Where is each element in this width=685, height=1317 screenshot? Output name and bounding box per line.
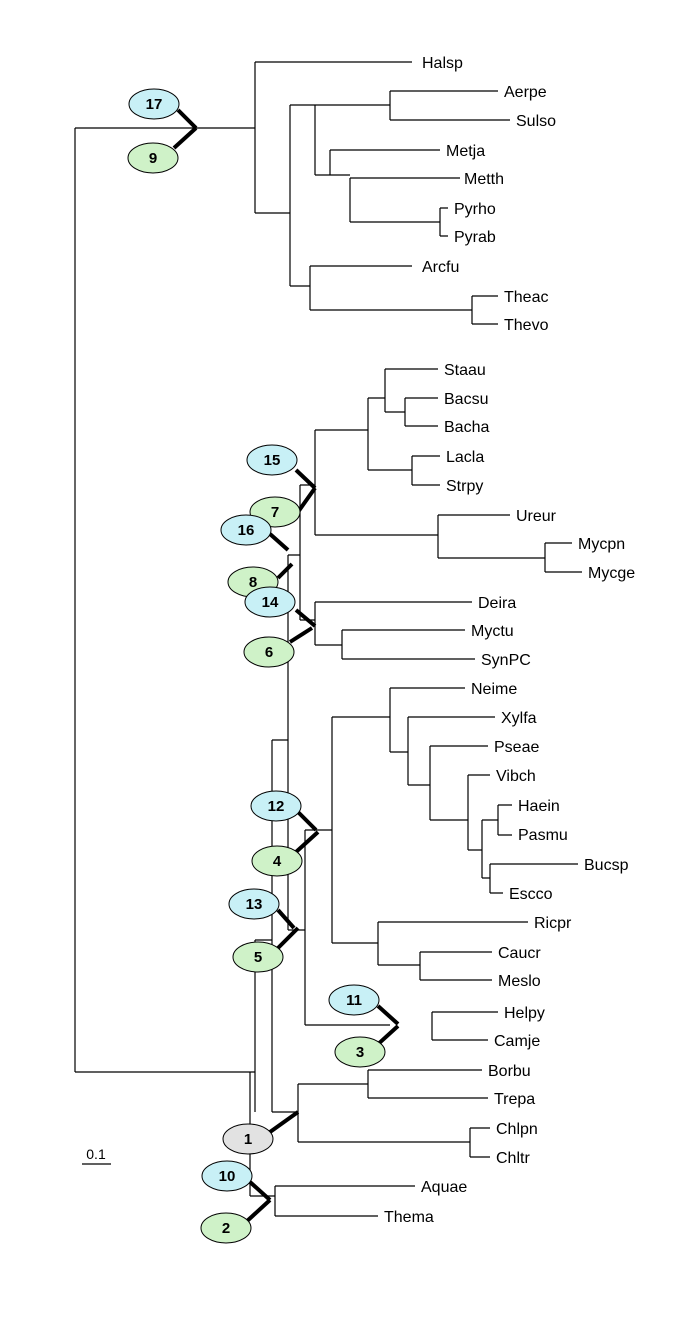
taxon-label-caucr: Caucr (498, 945, 541, 962)
node-4: 4 (251, 845, 303, 877)
node-10-label: 10 (219, 1168, 236, 1185)
taxon-label-metth: Metth (464, 171, 504, 188)
taxon-label-ricpr: Ricpr (534, 915, 572, 932)
node-6-label: 6 (265, 644, 273, 661)
taxon-label-trepa: Trepa (494, 1091, 535, 1108)
scale-bar-label: 0.1 (86, 1146, 106, 1162)
taxon-label-halsp: Halsp (422, 55, 463, 72)
node-17-label: 17 (146, 96, 163, 113)
node-15: 15 (246, 444, 298, 476)
taxon-label-bacha: Bacha (444, 419, 489, 436)
node-12-label: 12 (268, 798, 285, 815)
taxon-label-bucsp: Bucsp (584, 857, 629, 874)
taxon-label-thema: Thema (384, 1209, 434, 1226)
node-6: 6 (243, 636, 295, 668)
node-16: 16 (220, 514, 272, 546)
node-5-label: 5 (254, 949, 262, 966)
node-10: 10 (201, 1160, 253, 1192)
event-nodes: 17 9 15 7 16 8 14 6 (127, 88, 386, 1244)
taxon-labels: Halsp Aerpe Sulso Metja Metth Pyrho Pyra… (384, 55, 635, 1226)
node-14-label: 14 (262, 594, 279, 611)
node-2: 2 (200, 1212, 252, 1244)
node-15-label: 15 (264, 452, 281, 469)
taxon-label-aerpe: Aerpe (504, 84, 547, 101)
node-13: 13 (228, 888, 280, 920)
taxon-label-mycpn: Mycpn (578, 536, 625, 553)
tree-branches (74, 61, 582, 1217)
taxon-label-synpc: SynPC (481, 652, 531, 669)
node-16-label: 16 (238, 522, 255, 539)
taxon-label-myctu: Myctu (471, 623, 514, 640)
taxon-label-pyrab: Pyrab (454, 229, 496, 246)
taxon-label-arcfu: Arcfu (422, 259, 459, 276)
taxon-label-chltr: Chltr (496, 1150, 530, 1167)
node-1: 1 (222, 1123, 274, 1155)
node-12: 12 (250, 790, 302, 822)
taxon-label-lacla: Lacla (446, 449, 484, 466)
taxon-label-deira: Deira (478, 595, 516, 612)
taxon-label-borbu: Borbu (488, 1063, 531, 1080)
taxon-label-pseae: Pseae (494, 739, 539, 756)
taxon-label-staau: Staau (444, 362, 486, 379)
taxon-label-aquae: Aquae (421, 1179, 467, 1196)
node-7-label: 7 (271, 504, 279, 521)
node-8-label: 8 (249, 574, 257, 591)
taxon-label-helpy: Helpy (504, 1005, 545, 1022)
taxon-label-theac: Theac (504, 289, 548, 306)
node-5: 5 (232, 941, 284, 973)
scale-bar: 0.1 (82, 1146, 111, 1165)
taxon-label-neime: Neime (471, 681, 517, 698)
node-13-label: 13 (246, 896, 263, 913)
node-3-label: 3 (356, 1044, 364, 1061)
taxon-label-camje: Camje (494, 1033, 540, 1050)
node-2-label: 2 (222, 1220, 230, 1237)
taxon-label-thevo: Thevo (504, 317, 549, 334)
taxon-label-pyrho: Pyrho (454, 201, 496, 218)
taxon-label-mycge: Mycge (588, 565, 635, 582)
node-3: 3 (334, 1036, 386, 1068)
node-11-label: 11 (346, 992, 362, 1009)
taxon-label-escco: Escco (509, 886, 553, 903)
node-4-label: 4 (273, 853, 282, 870)
taxon-label-pasmu: Pasmu (518, 827, 568, 844)
taxon-label-metja: Metja (446, 143, 485, 160)
taxon-label-ureur: Ureur (516, 508, 557, 525)
node-14: 14 (244, 586, 296, 618)
taxon-label-chlpn: Chlpn (496, 1121, 538, 1138)
node-1-label: 1 (244, 1131, 252, 1148)
node-9-label: 9 (149, 150, 157, 167)
taxon-label-bacsu: Bacsu (444, 391, 488, 408)
taxon-label-xylfa: Xylfa (501, 710, 537, 727)
taxon-label-strpy: Strpy (446, 478, 483, 495)
taxon-label-vibch: Vibch (496, 768, 536, 785)
node-11: 11 (328, 984, 380, 1016)
node-9: 9 (127, 142, 179, 174)
taxon-label-meslo: Meslo (498, 973, 541, 990)
event-connectors (172, 108, 400, 1224)
node-17: 17 (128, 88, 180, 120)
taxon-label-haein: Haein (518, 798, 560, 815)
taxon-label-sulso: Sulso (516, 113, 556, 130)
